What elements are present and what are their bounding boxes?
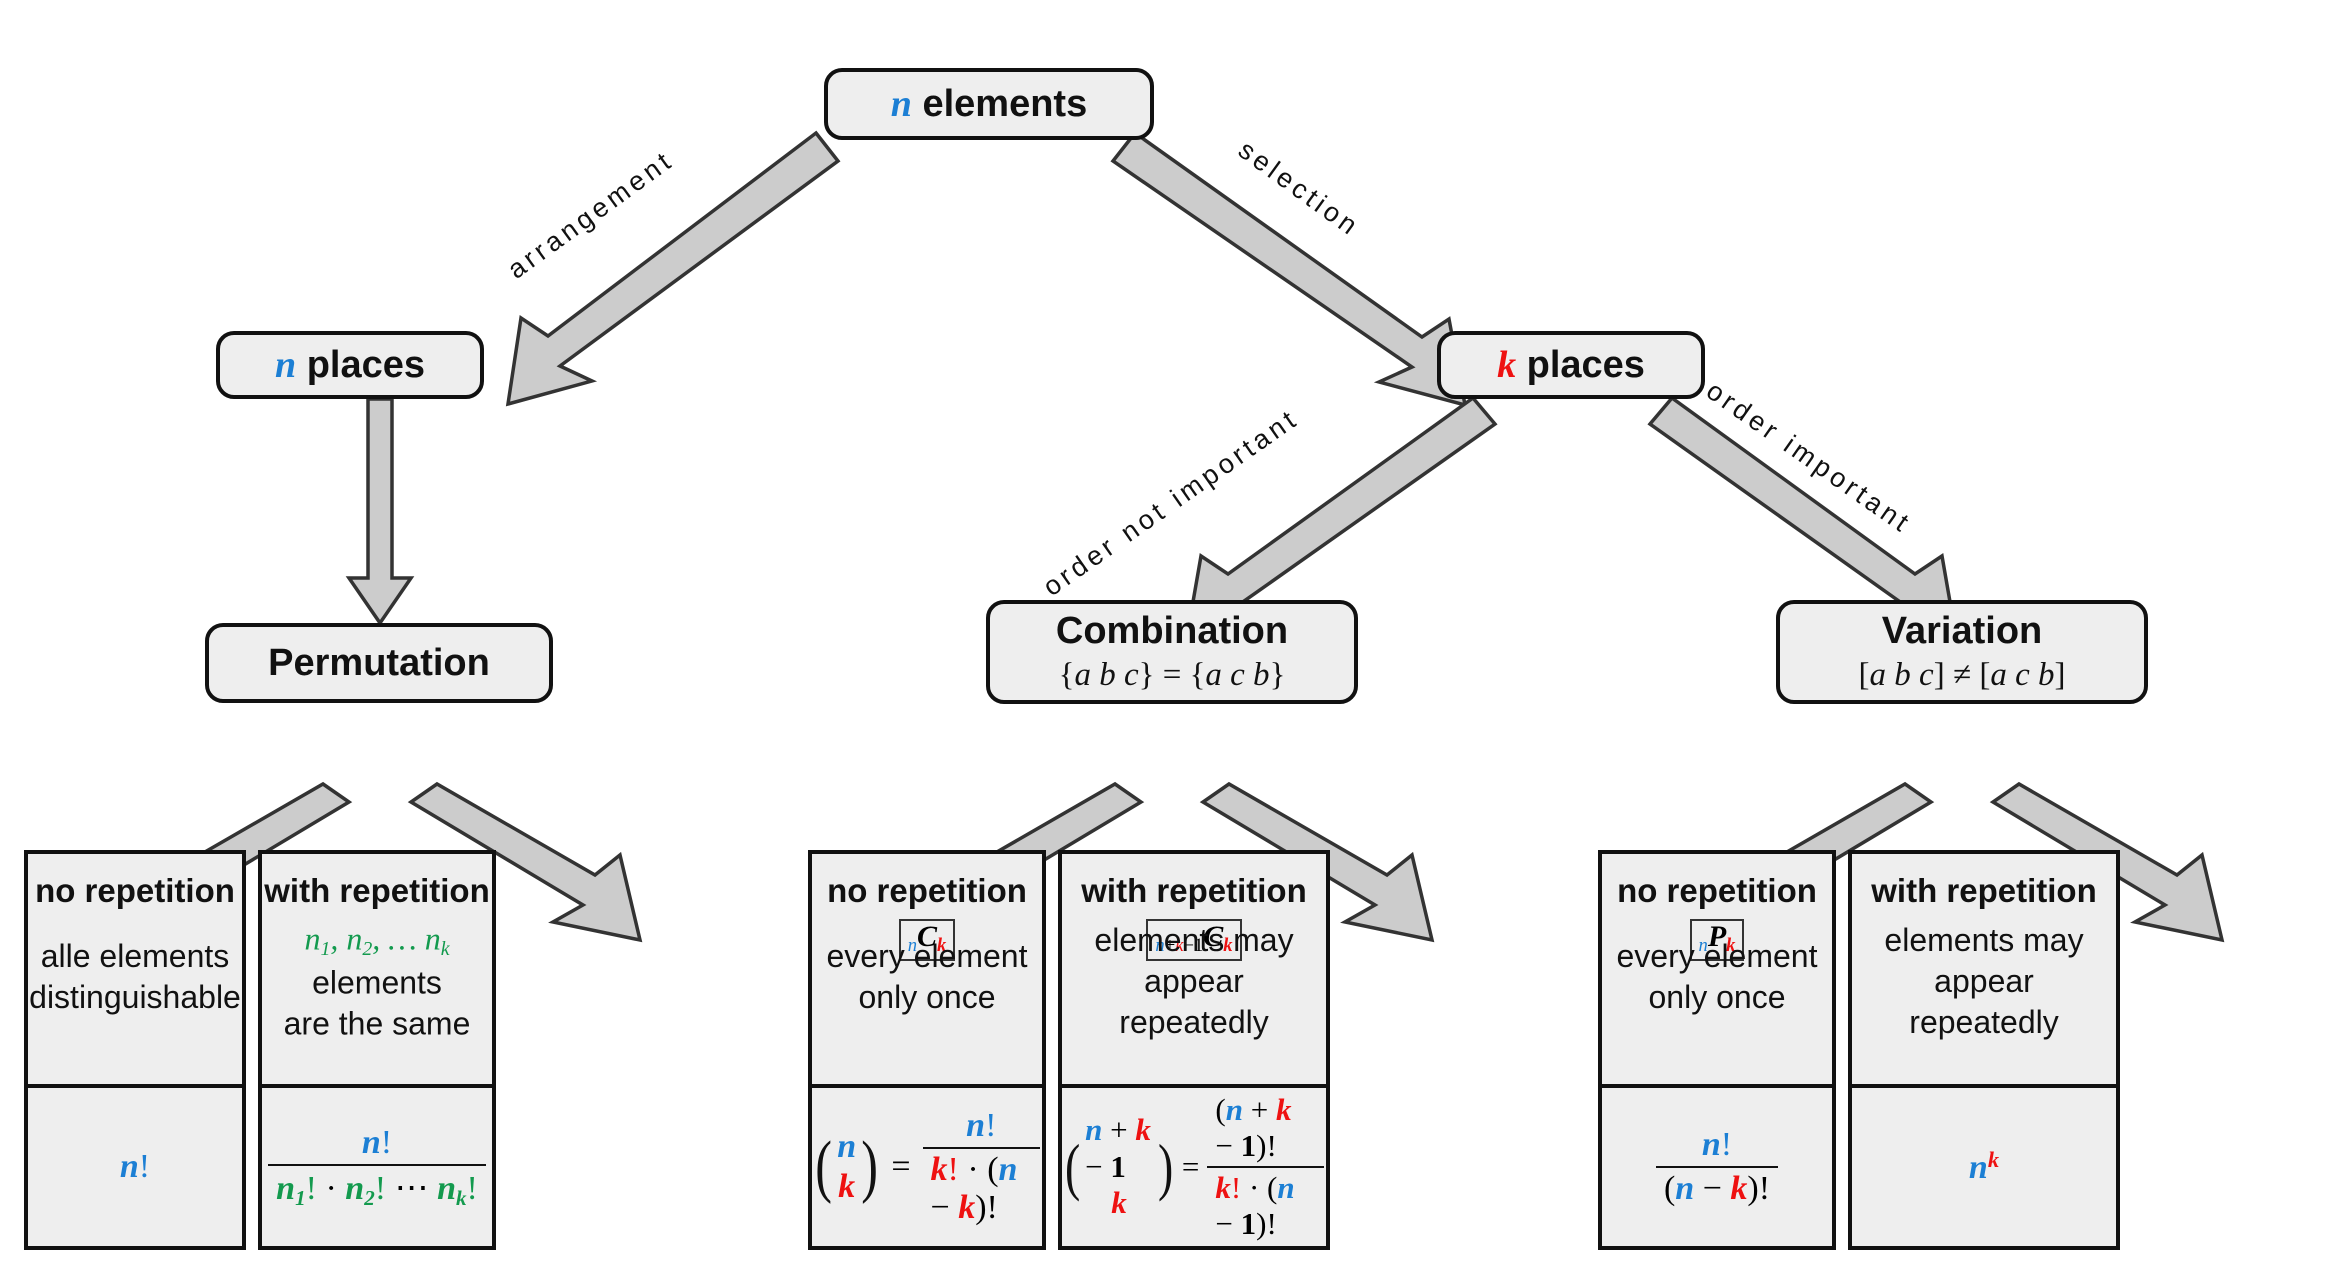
node-variation[interactable]: Variation [a b c] ≠ [a c b] <box>1776 600 2148 704</box>
leaf-top: no repetition nPk every element only onc… <box>1602 854 1832 1084</box>
leaf-combination-no-repetition[interactable]: no repetition nCk every element only onc… <box>808 850 1046 1250</box>
leaf-top: no repetition nCk every element only onc… <box>812 854 1042 1084</box>
edge-label-arrangement: arrangement <box>502 144 680 285</box>
node-permutation[interactable]: Permutation <box>205 623 553 703</box>
leaf-head: no repetition <box>827 872 1027 909</box>
leaf-formula: nk <box>1852 1084 2116 1246</box>
leaf-description: elements may appear repeatedly <box>1884 921 2084 1040</box>
leaf-formula: n! n1! · n2! ⋯ nk! <box>262 1084 492 1246</box>
var-n: n <box>890 83 912 125</box>
node-combination-label: Combination <box>1055 610 1289 652</box>
leaf-description: alle elements distinguishable <box>29 938 241 1016</box>
node-n-places-text: places <box>306 344 425 386</box>
leaf-variation-no-repetition[interactable]: no repetition nPk every element only onc… <box>1598 850 1836 1250</box>
edge-label-selection: selection <box>1232 134 1366 243</box>
node-variation-notation: [a b c] ≠ [a c b] <box>1858 657 2066 693</box>
leaf-top: no repetition alle elements distinguisha… <box>28 854 242 1084</box>
leaf-variation-with-repetition[interactable]: with repetition elements may appear repe… <box>1848 850 2120 1250</box>
leaf-head: no repetition <box>35 872 235 909</box>
leaf-description: every element only once <box>826 938 1028 1016</box>
leaf-head: with repetition <box>1081 872 1307 909</box>
node-k-places-label: k places <box>1497 343 1645 387</box>
node-n-elements-text: elements <box>922 83 1088 125</box>
leaf-head: with repetition <box>1871 872 2097 909</box>
node-n-places-label: n places <box>275 343 425 387</box>
leaf-formula: n! (n − k)! <box>1602 1084 1832 1246</box>
node-variation-label: Variation <box>1881 610 2043 652</box>
leaf-description: n1, n2, … nk elements are the same <box>262 919 492 1045</box>
leaf-description-line1: n1, n2, … nk elements <box>304 920 450 1001</box>
leaf-combination-with-repetition[interactable]: with repetition n+k−1Ck elements may app… <box>1058 850 1330 1250</box>
node-combination[interactable]: Combination {a b c} = {a c b} <box>986 600 1358 704</box>
node-n-elements[interactable]: n elements <box>824 68 1154 140</box>
leaf-top: with repetition n+k−1Ck elements may app… <box>1062 854 1326 1084</box>
node-n-elements-label: n elements <box>891 82 1087 126</box>
leaf-permutation-no-repetition[interactable]: no repetition alle elements distinguisha… <box>24 850 246 1250</box>
var-n: n <box>274 344 297 386</box>
var-k: k <box>1497 344 1517 386</box>
arrow-n-places-permutation <box>345 397 415 627</box>
leaf-top: with repetition elements may appear repe… <box>1852 854 2116 1084</box>
leaf-description: elements may appear repeatedly <box>1094 921 1294 1040</box>
node-k-places[interactable]: k places <box>1437 331 1705 399</box>
leaf-formula: ( n + k − 1 k ) = (n + k − 1)! k! · (n −… <box>1062 1084 1326 1246</box>
leaf-permutation-with-repetition[interactable]: with repetition n1, n2, … nk elements ar… <box>258 850 496 1250</box>
node-n-places[interactable]: n places <box>216 331 484 399</box>
leaf-head: with repetition <box>264 872 490 909</box>
node-combination-notation: {a b c} = {a c b} <box>1058 657 1286 693</box>
leaf-formula: n! <box>28 1084 242 1246</box>
leaf-description: every element only once <box>1616 938 1818 1016</box>
edge-label-order-important: order important <box>1701 375 1918 540</box>
leaf-head: no repetition <box>1617 872 1817 909</box>
node-permutation-label: Permutation <box>268 641 490 684</box>
leaf-top: with repetition n1, n2, … nk elements ar… <box>262 854 492 1084</box>
edge-label-order-not-important: order not important <box>1037 402 1304 602</box>
node-k-places-text: places <box>1526 344 1645 386</box>
